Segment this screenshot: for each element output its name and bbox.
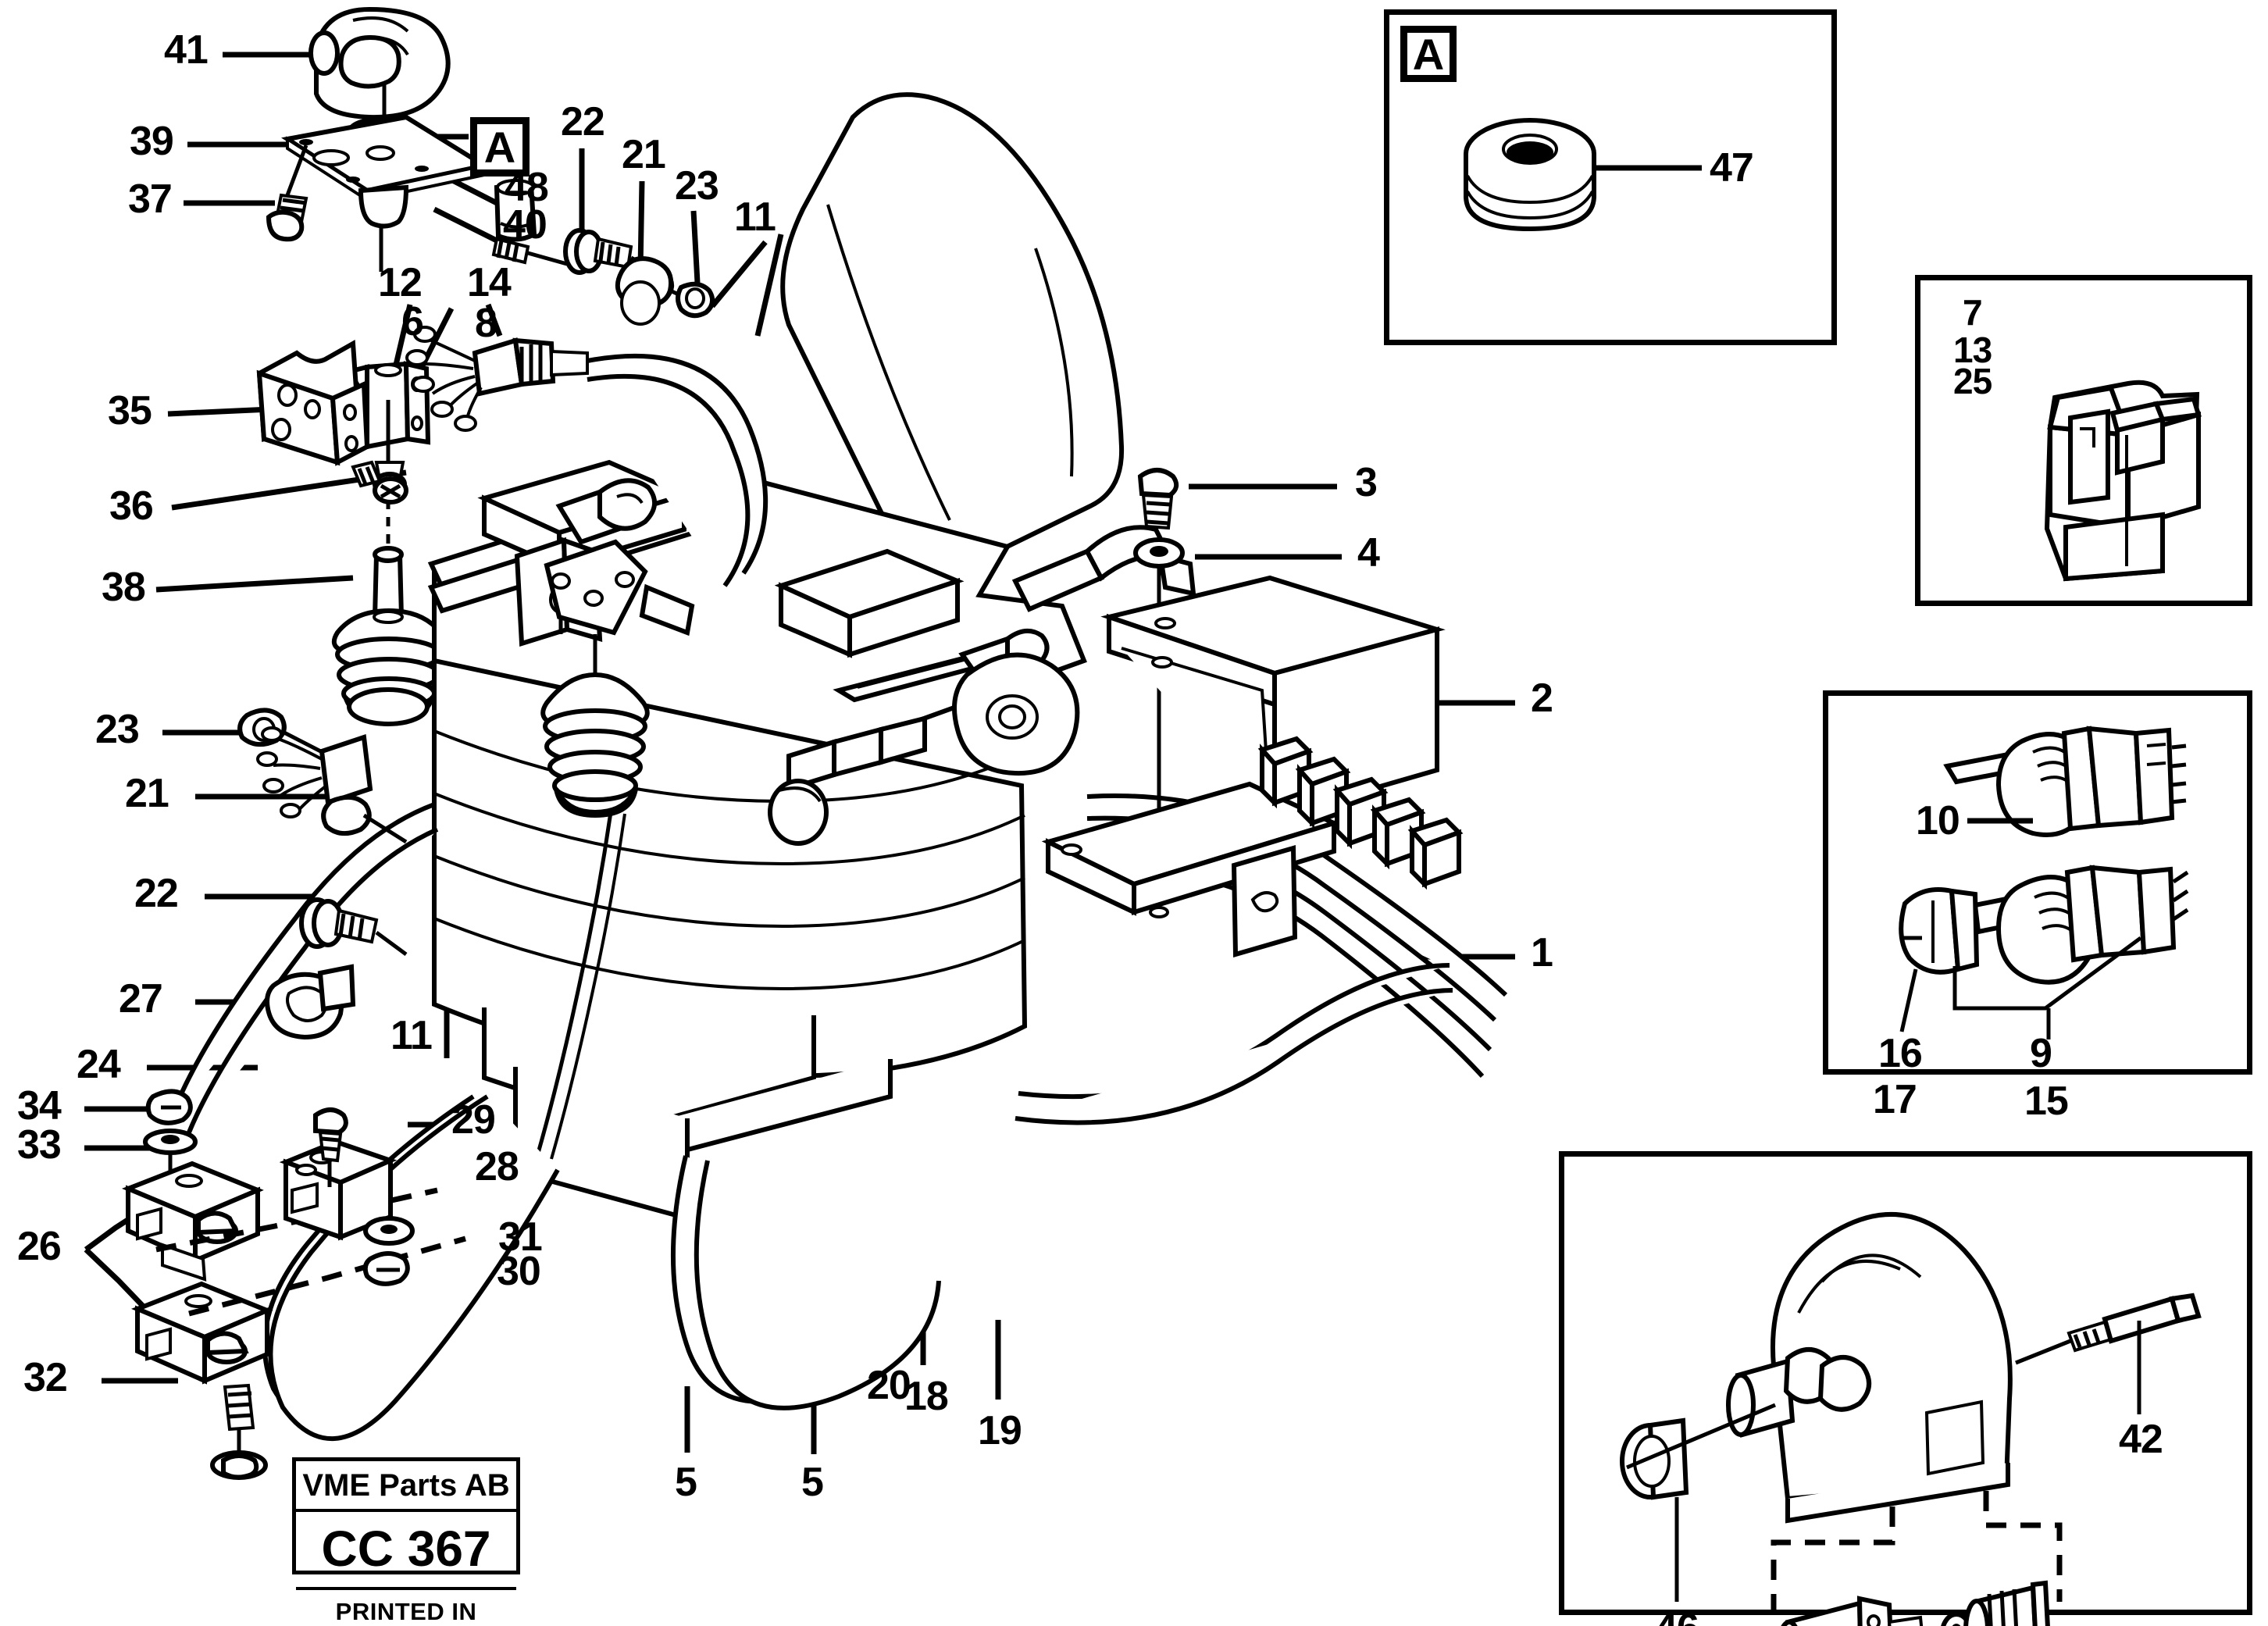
callout-23-left: 23 [95,707,140,752]
callout-11-left: 11 [390,1013,433,1058]
callout-12: 12 [378,260,423,305]
callout-21-left: 21 [125,771,169,816]
inset-horn-callout-46: 46 [1655,1608,1699,1626]
relay-box-and-plate [1041,468,1464,957]
callout-30: 30 [497,1249,541,1294]
callout-33: 33 [17,1122,62,1168]
inset-horn-assembly: 46 42 45 44 43 [1559,1151,2252,1626]
joystick-upper-left [331,546,447,726]
callout-14: 14 [467,260,512,305]
lever-mount-bracket [256,340,408,561]
callout-3: 3 [1355,460,1378,505]
callout-36: 36 [109,483,154,529]
callout-38: 38 [102,565,146,610]
callout-34: 34 [17,1083,62,1129]
callout-5-left: 5 [675,1460,697,1505]
inset-switch-callout-16: 16 [1878,1031,1923,1076]
inset-switch-callout-17: 17 [1873,1077,1917,1122]
callout-18: 18 [904,1374,949,1419]
inset-switch-callout-15: 15 [2024,1079,2069,1124]
inset-detail-a: A 47 [1384,9,1837,345]
callout-21-top: 21 [622,132,666,177]
callout-2: 2 [1531,676,1553,721]
connector-housing-drawing [2044,380,2202,582]
connector-bracket-assembly [340,326,589,497]
callout-5-right: 5 [801,1460,824,1505]
callout-41: 41 [164,27,209,73]
title-block: VME Parts AB CC 367 PRINTED IN SWEDEN [292,1457,520,1625]
callout-40: 40 [503,202,547,248]
switch-drawing [1899,726,2189,1039]
callout-1: 1 [1531,930,1553,975]
inset-switch-callout-9: 9 [2030,1031,2052,1076]
inset-connector-item-25: 25 [1953,361,1992,401]
inset-a-callout-47: 47 [1710,145,1754,191]
grommet-drawing [1464,118,1702,232]
joystick-centre [535,478,695,1160]
operator-seat-assembly [427,92,1196,1221]
inset-horn-callout-42: 42 [2119,1417,2163,1462]
title-block-number: CC 367 [296,1512,516,1590]
detail-reference-badge-a: A [470,117,530,177]
inset-connector-item-7: 7 [1963,292,1983,333]
callout-27: 27 [119,976,163,1022]
callout-37: 37 [128,177,173,222]
inset-switches: 10 16 9 [1823,690,2252,1075]
callout-31: 31 [498,1214,543,1260]
callout-29: 29 [451,1097,496,1143]
callout-28: 28 [475,1144,519,1189]
hose-clamp-brackets [121,1089,466,1480]
callout-23-top: 23 [675,163,719,209]
callout-32: 32 [23,1355,68,1400]
callout-22-left: 22 [134,871,179,916]
callout-39: 39 [130,119,174,164]
inset-a-badge: A [1400,26,1457,82]
horn-assembly-drawing [1620,1211,2202,1626]
clamp-hardware-top [563,228,715,326]
title-block-company: VME Parts AB [296,1461,516,1512]
callout-35: 35 [108,388,152,433]
callout-19: 19 [978,1408,1022,1453]
callout-8: 8 [475,301,497,346]
inset-connector-item-13: 13 [1953,330,1992,370]
inset-switch-callout-10: 10 [1916,798,1960,843]
callout-4: 4 [1357,530,1380,576]
inset-connector-housing: 7 13 25 [1915,275,2252,606]
lever-knob-assembly [266,6,568,272]
callout-26: 26 [17,1224,62,1269]
callout-11-top: 11 [734,194,776,240]
callout-22-top: 22 [561,99,605,144]
callout-6: 6 [401,299,424,344]
callout-24: 24 [77,1042,121,1087]
title-block-origin: PRINTED IN SWEDEN [335,1598,477,1625]
callout-20: 20 [867,1363,911,1408]
hose-clamp-hardware-left [237,708,408,1040]
